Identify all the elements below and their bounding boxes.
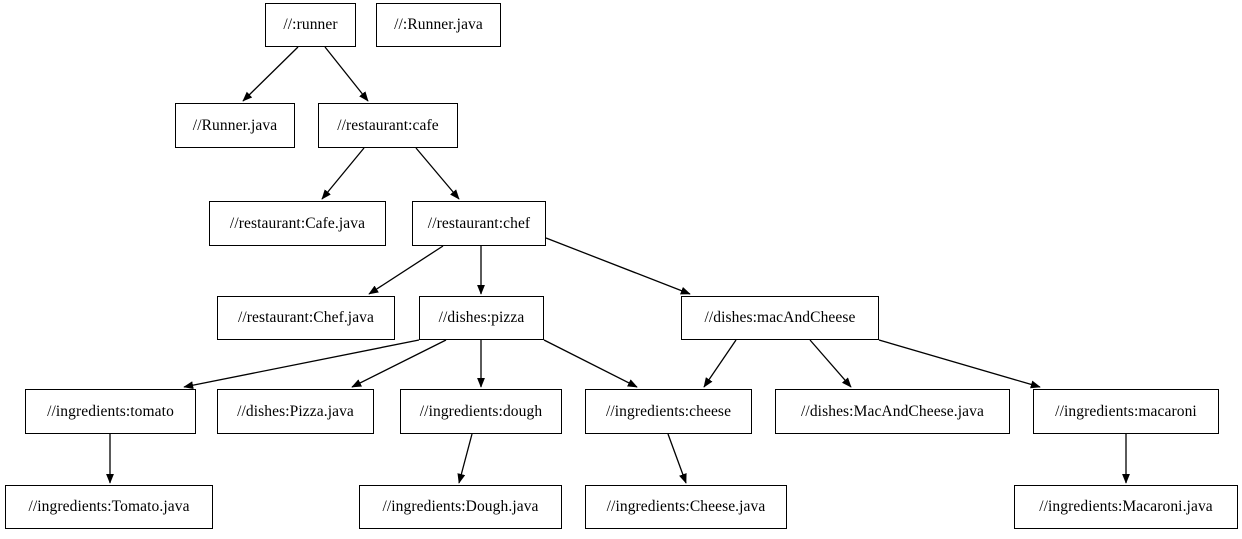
graph-node-label: //ingredients:Macaroni.java: [1039, 498, 1213, 516]
graph-node-macaroni_java[interactable]: //ingredients:Macaroni.java: [1014, 485, 1238, 529]
graph-node-label: //dishes:macAndCheese: [704, 309, 856, 327]
graph-node-macaroni[interactable]: //ingredients:macaroni: [1033, 389, 1219, 434]
graph-node-chef[interactable]: //restaurant:chef: [412, 201, 546, 246]
graph-node-label: //dishes:MacAndCheese.java: [801, 402, 984, 420]
graph-node-cafe_java[interactable]: //restaurant:Cafe.java: [209, 201, 386, 246]
graph-node-label: //dishes:pizza: [438, 309, 525, 327]
graph-node-macandcheese_java[interactable]: //dishes:MacAndCheese.java: [775, 389, 1010, 434]
graph-node-label: //ingredients:macaroni: [1055, 402, 1197, 420]
graph-node-runner[interactable]: //:runner: [265, 3, 356, 47]
graph-node-root_runner_java[interactable]: //:Runner.java: [376, 3, 501, 47]
graph-node-cafe[interactable]: //restaurant:cafe: [318, 103, 458, 148]
graph-node-label: //restaurant:cafe: [337, 116, 439, 134]
graph-node-label: //ingredients:cheese: [605, 402, 732, 420]
graph-node-label: //ingredients:dough: [419, 402, 543, 420]
graph-node-label: //:Runner.java: [394, 16, 483, 34]
graph-node-runner_java[interactable]: //Runner.java: [175, 103, 295, 148]
graph-node-chef_java[interactable]: //restaurant:Chef.java: [217, 296, 395, 340]
graph-node-label: //ingredients:tomato: [47, 402, 174, 420]
graph-node-cheese_java[interactable]: //ingredients:Cheese.java: [585, 485, 787, 529]
graph-node-tomato[interactable]: //ingredients:tomato: [25, 389, 196, 434]
graph-node-label: //ingredients:Dough.java: [382, 498, 539, 516]
graph-node-label: //ingredients:Cheese.java: [606, 498, 766, 516]
graph-node-pizza_java[interactable]: //dishes:Pizza.java: [217, 389, 374, 434]
graph-node-label: //ingredients:Tomato.java: [28, 498, 190, 516]
graph-node-label: //restaurant:chef: [427, 214, 531, 232]
graph-node-label: //dishes:Pizza.java: [237, 402, 354, 420]
graph-node-dough[interactable]: //ingredients:dough: [400, 389, 562, 434]
graph-node-cheese[interactable]: //ingredients:cheese: [585, 389, 752, 434]
graph-node-macandcheese[interactable]: //dishes:macAndCheese: [681, 296, 879, 340]
graph-node-label: //restaurant:Cafe.java: [229, 214, 366, 232]
graph-node-label: //restaurant:Chef.java: [237, 309, 375, 327]
graph-node-tomato_java[interactable]: //ingredients:Tomato.java: [5, 485, 213, 529]
graph-node-dough_java[interactable]: //ingredients:Dough.java: [359, 485, 562, 529]
graph-node-pizza[interactable]: //dishes:pizza: [419, 296, 544, 340]
graph-node-label: //:runner: [283, 16, 338, 34]
graph-node-label: //Runner.java: [192, 116, 278, 134]
